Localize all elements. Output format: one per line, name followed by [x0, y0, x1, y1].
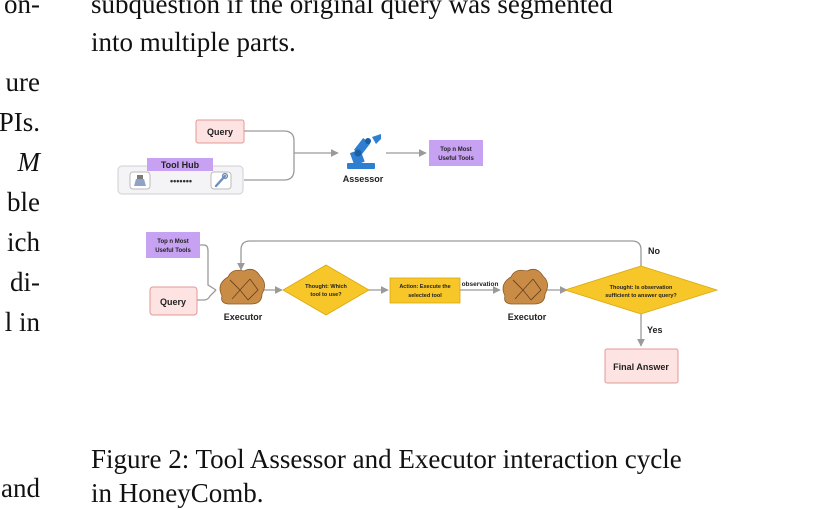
top-tools-input-line2: Useful Tools — [155, 248, 191, 254]
action-line2: selected tool — [408, 293, 442, 299]
final-answer-label: Final Answer — [613, 362, 669, 372]
assessor-flow: Query Tool Hub ••••••• Assessor Top n Mo… — [117, 119, 483, 195]
thought-2-diamond — [563, 265, 719, 315]
assessor-label: Assessor — [343, 174, 384, 184]
thought-1-diamond — [282, 264, 370, 316]
query-box — [195, 119, 245, 144]
left-fragment-5: ble — [7, 187, 40, 217]
top-tools-input-line1: Top n Most — [157, 239, 189, 245]
brain-icon — [219, 268, 265, 305]
brain-icon-2 — [502, 268, 548, 305]
caption-line-1: Figure 2: Tool Assessor and Executor int… — [91, 444, 682, 474]
left-fragment-6: ich — [7, 227, 40, 257]
final-answer-box — [604, 348, 679, 384]
query-to-executor-connector — [197, 289, 217, 301]
left-fragment-3: PIs. — [0, 107, 40, 137]
top-tools-output-line1: Top n Most — [440, 147, 472, 153]
left-column-text: on- ure PIs. M ble ich di- l in and — [0, 0, 44, 504]
top-tools-input-box — [146, 232, 200, 258]
figure-caption: Figure 2: Tool Assessor and Executor int… — [91, 442, 682, 510]
executor-query-label: Query — [160, 297, 186, 307]
no-loop-arrow — [237, 240, 642, 271]
left-fragment-7: di- — [10, 267, 40, 297]
no-label: No — [648, 246, 660, 256]
left-fragment-9: and — [1, 473, 40, 503]
merge-connector — [244, 130, 295, 181]
thought-1-line2: tool to use? — [310, 292, 342, 298]
body-text-line-2: into multiple parts. — [91, 27, 296, 57]
action-line1: Action: Execute the — [399, 284, 450, 290]
caption-line-2: in HoneyComb. — [91, 478, 264, 508]
tool-hub-label: Tool Hub — [161, 160, 200, 170]
tool-hub-dots: ••••••• — [170, 176, 192, 186]
thought-2-line1: Thought: Is observation — [610, 285, 673, 291]
executor-1-label: Executor — [224, 312, 263, 322]
top-tools-output-box — [429, 140, 483, 166]
executor-2-label: Executor — [508, 312, 547, 322]
observation-label: observation — [462, 281, 499, 288]
executor-query-box — [149, 286, 198, 316]
left-fragment-4: M — [17, 147, 41, 177]
left-fragment-1: on- — [4, 0, 40, 19]
top-tools-output-line2: Useful Tools — [438, 156, 474, 162]
thought-2-line2: sufficient to answer query? — [605, 293, 677, 299]
flask-icon — [134, 175, 146, 186]
action-box — [389, 277, 461, 304]
left-fragment-2: ure — [5, 67, 40, 97]
tool-hub-header — [147, 158, 213, 171]
left-fragment-8: l in — [4, 307, 40, 337]
thought-1-line1: Thought: Which — [305, 284, 347, 290]
wrench-icon — [214, 172, 229, 188]
body-text-line-1: subquestion if the original query was se… — [91, 0, 613, 19]
yes-label: Yes — [647, 325, 663, 335]
tools-to-executor-connector — [200, 244, 217, 291]
executor-flow: Top n Most Useful Tools Query Executor T… — [146, 232, 719, 384]
robot-arm-icon — [347, 134, 381, 169]
query-label: Query — [207, 127, 233, 137]
